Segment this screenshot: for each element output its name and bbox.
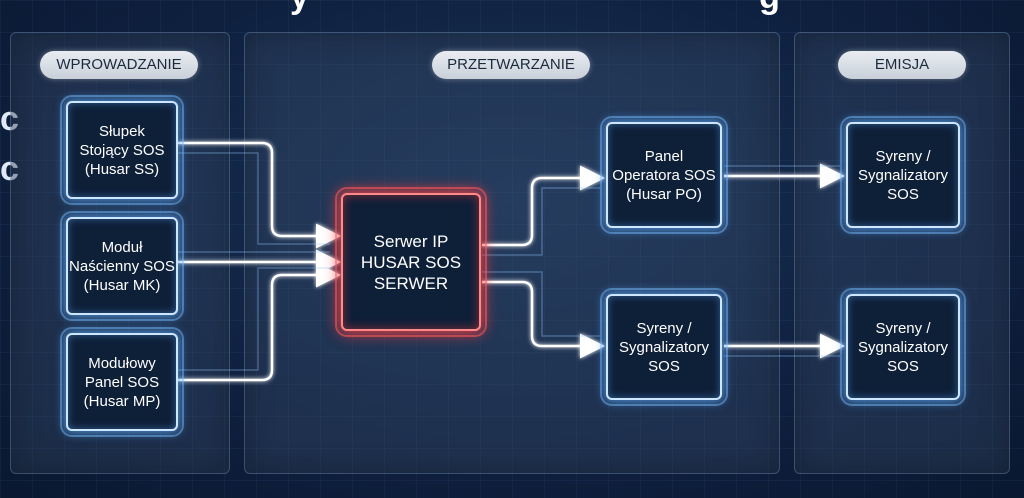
node-label: Syreny / Sygnalizatory SOS: [857, 319, 949, 375]
node-slupek-stojacy: Słupek Stojący SOS (Husar SS): [60, 95, 184, 205]
section-emission-label: EMISJA: [838, 51, 966, 79]
node-modul-nascienny: Moduł Naścienny SOS (Husar MK): [60, 211, 184, 321]
section-emission-panel: [794, 32, 1010, 474]
node-label: Panel Operatora SOS (Husar PO): [612, 147, 716, 203]
node-syreny-processing: Syreny / Sygnalizatory SOS: [600, 288, 728, 406]
node-serwer-ip: Serwer IP HUSAR SOS SERWER: [335, 187, 487, 337]
node-label: Moduł Naścienny SOS (Husar MK): [69, 238, 175, 294]
cropped-glyph: c: [0, 150, 19, 188]
wire-server-to-sirens: [482, 280, 605, 359]
wire-server-to-operator: [482, 165, 605, 247]
section-processing-label: PRZETWARZANIE: [432, 51, 590, 79]
node-label: Słupek Stojący SOS (Husar SS): [79, 122, 165, 178]
node-modulowy-panel: Modułowy Panel SOS (Husar MP): [60, 327, 184, 437]
cropped-glyph: c: [0, 100, 19, 138]
node-label: Serwer IP HUSAR SOS SERWER: [360, 231, 462, 293]
node-syreny-emisja-2: Syreny / Sygnalizatory SOS: [840, 288, 966, 406]
node-syreny-emisja-1: Syreny / Sygnalizatory SOS: [840, 116, 966, 234]
header-title-fragment: y g: [290, 0, 781, 17]
wire-panel-to-server: [178, 262, 341, 382]
node-label: Modułowy Panel SOS (Husar MP): [83, 354, 161, 410]
node-label: Syreny / Sygnalizatory SOS: [857, 147, 949, 203]
node-label: Syreny / Sygnalizatory SOS: [618, 319, 710, 375]
wire-slupek-to-server: [178, 141, 341, 249]
section-input-label: WPROWADZANIE: [40, 51, 198, 79]
node-panel-operatora: Panel Operatora SOS (Husar PO): [600, 116, 728, 234]
